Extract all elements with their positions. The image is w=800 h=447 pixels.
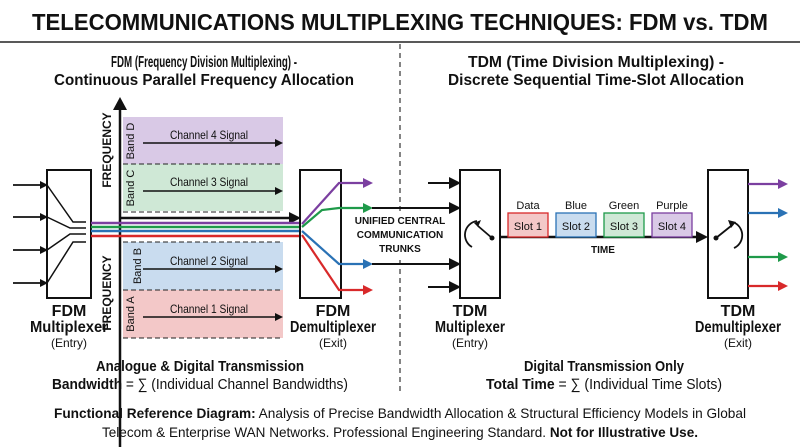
band-label: Band C [125,170,137,207]
tdm-demux-label: TDM [721,303,756,320]
composite-signal [91,221,302,238]
tdm-mux-label: Multiplexer [435,319,505,336]
footer-line-1: Functional Reference Diagram: Analysis o… [54,405,746,421]
rotary-switch-icon [715,225,732,239]
tdm-summary-2: Total Time = ∑ (Individual Time Slots) [486,376,722,393]
band-label: Band A [125,296,137,332]
fdm-bands: Band D Band C Band B Band A Channel 4 Si… [123,117,283,339]
tdm-summary-bold: Total Time [486,376,555,393]
trunk-label: COMMUNICATION [357,230,443,241]
slot-2 [555,212,597,238]
band-d [123,117,283,164]
tdm-summary-1: Digital Transmission Only [524,358,685,375]
tdm-demux-label: Demultiplexer [695,319,781,336]
fdm-summary-bold: Bandwidth [52,376,122,393]
footer-line-2: Telecom & Enterprise WAN Networks. Profe… [102,424,698,440]
band-a [123,290,283,338]
fdm-summary-rest: = ∑ (Individual Channel Bandwidths) [122,376,348,393]
tdm-mux-label: (Entry) [452,336,488,350]
fdm-demux-label: (Exit) [319,336,347,350]
fdm-mux-label: Multiplexer [30,319,108,336]
channel-signal-label: Channel 4 Signal [170,128,248,142]
frequency-axis-arrowhead [113,97,127,110]
rotary-switch-icon [464,220,478,248]
tdm-heading-1: TDM (Time Division Multiplexing) - [468,54,724,71]
frequency-axis-label: FREQUENCY [100,112,114,187]
time-slots: Slot 1 Slot 2 Slot 3 Slot 4 Data Blue Gr… [507,200,693,238]
tdm-mux-label: TDM [453,303,488,320]
slot-label: Slot 1 [514,221,542,233]
trunk-label: TRUNKS [379,244,421,255]
fdm-demultiplexer [299,169,373,299]
tdm-demux-label: (Exit) [724,336,752,350]
fdm-demux-label: FDM [316,303,351,320]
tdm-heading-2: Discrete Sequential Time-Slot Allocation [448,72,744,89]
slot-3 [603,212,645,238]
slot-source-label: Blue [565,200,587,212]
channel-signal-label: Channel 3 Signal [170,175,248,189]
tdm-multiplexer [459,169,501,299]
slot-label: Slot 2 [562,221,590,233]
fdm-heading-1: FDM (Frequency Division Multiplexing) - [111,54,297,71]
slot-label: Slot 3 [610,221,638,233]
fdm-heading-2: Continuous Parallel Frequency Allocation [54,72,354,89]
slot-source-label: Data [516,200,540,212]
footer-text-1: Analysis of Precise Bandwidth Allocation… [256,405,746,421]
fdm-mux-label: FDM [52,303,87,320]
tdm-summary-rest: = ∑ (Individual Time Slots) [555,376,722,393]
fdm-demux-label: Demultiplexer [290,319,376,336]
slot-4 [651,212,693,238]
band-c [123,164,283,211]
slot-source-label: Purple [656,200,688,212]
fdm-multiplexer [13,169,92,299]
band-label: Band B [132,248,144,284]
footer-text-2: Telecom & Enterprise WAN Networks. Profe… [102,424,550,440]
band-label: Band D [125,123,137,160]
time-axis-label: TIME [591,245,615,256]
fdm-mux-label: (Entry) [51,336,87,350]
trunk-label: UNIFIED CENTRAL [355,216,446,227]
slot-source-label: Green [609,200,640,212]
slot-1 [507,212,549,238]
footer-bold-2: Not for Illustrative Use. [550,424,698,440]
band-b [123,242,283,290]
channel-signal-label: Channel 1 Signal [170,302,248,316]
footer-bold-1: Functional Reference Diagram: [54,405,256,421]
channel-signal-label: Channel 2 Signal [170,254,248,268]
tdm-demultiplexer [707,169,788,299]
frequency-axis-label: FREQUENCY [100,255,114,330]
fdm-summary-2: Bandwidth = ∑ (Individual Channel Bandwi… [52,376,348,393]
fdm-summary-1: Analogue & Digital Transmission [96,358,304,375]
page-title: TELECOMMUNICATIONS MULTIPLEXING TECHNIQU… [32,9,768,35]
slot-label: Slot 4 [658,221,686,233]
